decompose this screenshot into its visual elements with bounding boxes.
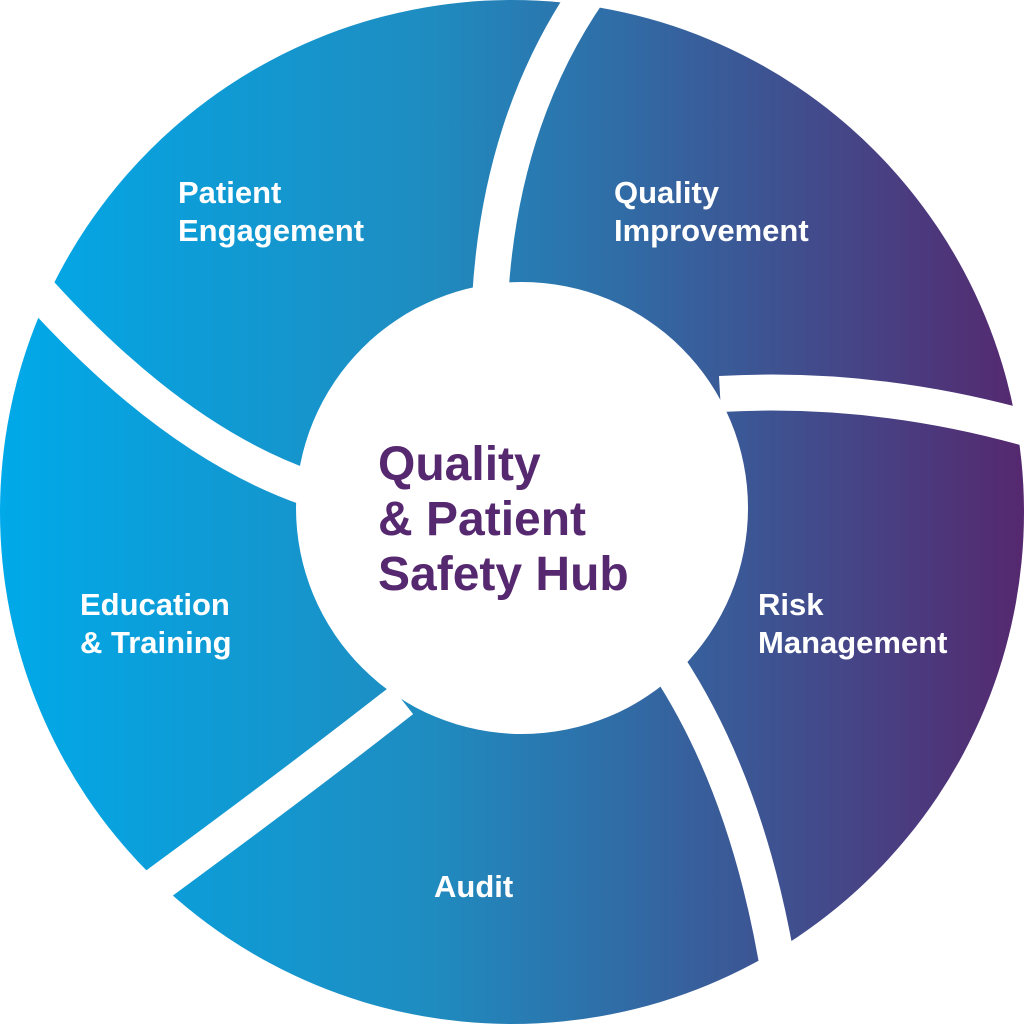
center-hub xyxy=(296,282,748,734)
hub-title-line: Safety Hub xyxy=(378,548,629,601)
separator-top xyxy=(472,0,605,302)
segment-label-line: Management xyxy=(758,625,947,660)
segment-separators xyxy=(16,0,1024,983)
segment-label-line: Improvement xyxy=(614,213,809,248)
segment-label-audit: Audit xyxy=(434,869,513,904)
separator-left xyxy=(16,270,314,505)
segment-label-line: Audit xyxy=(434,869,513,904)
segment-label-line: & Training xyxy=(80,625,232,660)
segment-label-line: Patient xyxy=(178,175,281,210)
separator-bottom-right xyxy=(652,655,798,983)
segment-label-line: Education xyxy=(80,587,230,622)
hub-title: Quality & Patient Safety Hub xyxy=(378,438,629,601)
hub-title-line: Quality xyxy=(378,438,541,491)
segment-label-risk-management: Risk Management xyxy=(758,587,947,660)
segment-label-patient-engagement: Patient Engagement xyxy=(178,175,364,248)
segment-label-line: Risk xyxy=(758,587,824,622)
segment-label-education-training: Education & Training xyxy=(80,587,238,660)
segment-label-line: Quality xyxy=(614,175,720,210)
segment-label-quality-improvement: Quality Improvement xyxy=(614,175,809,248)
separator-right xyxy=(718,374,1024,447)
segment-label-line: Engagement xyxy=(178,213,364,248)
separator-bottom-left xyxy=(139,685,414,905)
hub-title-line: & Patient xyxy=(378,493,586,546)
